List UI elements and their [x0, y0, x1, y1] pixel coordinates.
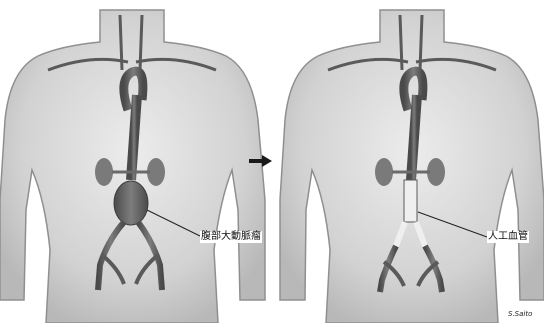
figure-after: [280, 10, 544, 323]
label-graft: 人工血管: [487, 231, 529, 243]
carotid-artery-left-2: [140, 15, 142, 70]
kidney-left-1: [95, 158, 113, 186]
descending-aorta-right: [411, 95, 417, 180]
carotid-artery-right-1: [400, 15, 402, 70]
figure-before: [0, 10, 265, 323]
label-aneurysm: 腹部大動脈瘤: [200, 231, 262, 243]
graft-tube: [404, 180, 417, 222]
carotid-artery-left-1: [120, 15, 122, 70]
artist-credit: S.Saito: [508, 310, 532, 318]
kidney-right-1: [375, 158, 393, 186]
aneurysm-bulge: [114, 181, 148, 225]
descending-aorta-left: [131, 95, 137, 180]
carotid-artery-right-2: [420, 15, 422, 70]
